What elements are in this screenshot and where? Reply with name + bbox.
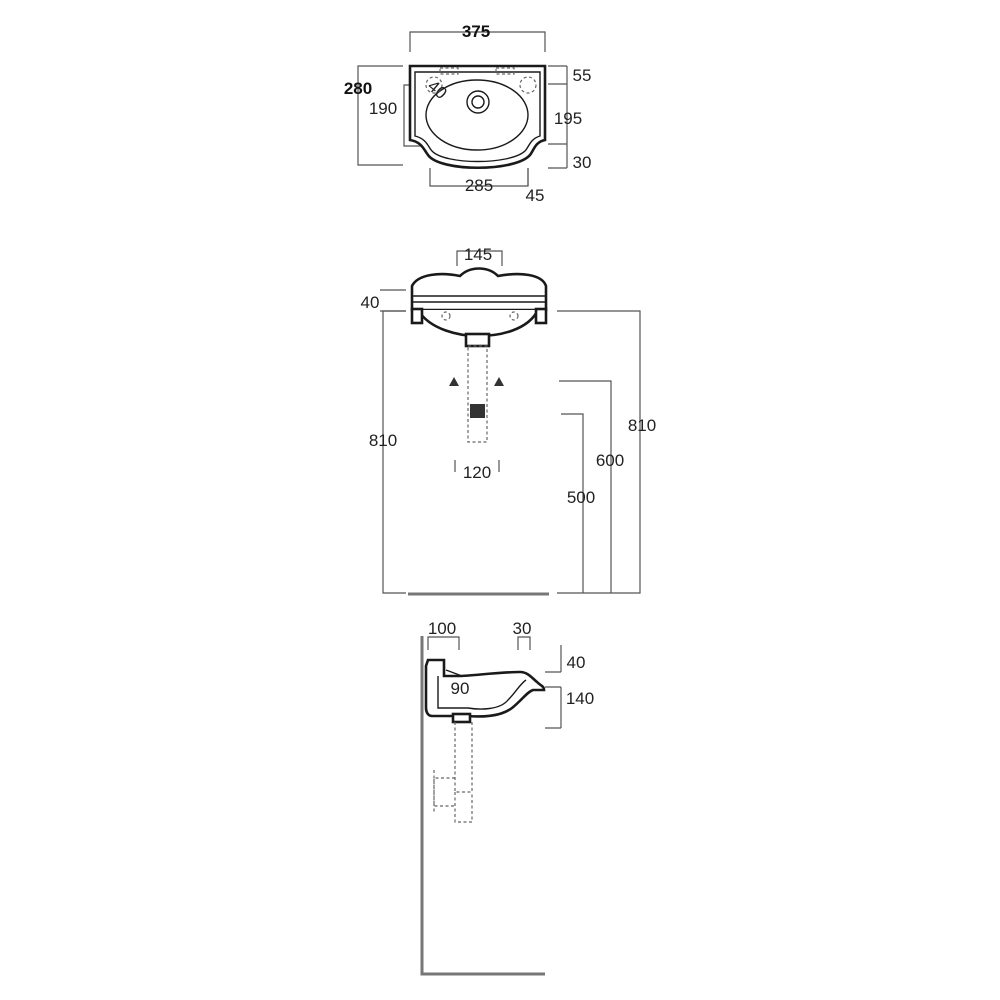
front-offset-label: 30 bbox=[513, 619, 532, 638]
tap-spacing-label: 145 bbox=[464, 245, 492, 264]
side-offset-label: 45 bbox=[526, 186, 545, 205]
overflow-channel bbox=[445, 669, 463, 677]
width-dimension-line bbox=[409, 31, 546, 52]
waste-height-dimension-line bbox=[561, 413, 584, 593]
wall-offset-label: 100 bbox=[428, 619, 456, 638]
waste-outer-ring bbox=[466, 90, 490, 114]
basin-profile bbox=[424, 658, 546, 718]
tap-hole-right bbox=[519, 76, 537, 94]
bowl-outline bbox=[425, 79, 529, 151]
rim-height-dimension-line bbox=[380, 289, 406, 312]
front-lip-label: 30 bbox=[573, 153, 592, 172]
bowl-height-label: 140 bbox=[566, 689, 594, 708]
wall-offset-dimension-line bbox=[427, 636, 460, 650]
width-label: 375 bbox=[462, 22, 490, 41]
supply-point-right bbox=[494, 377, 504, 386]
basin-inner-profile bbox=[437, 676, 527, 710]
side-trap-outlet bbox=[433, 770, 455, 814]
bowl-depth-label: 195 bbox=[554, 109, 582, 128]
waste-spacing-label: 120 bbox=[463, 463, 491, 482]
supply-height-dimension-line bbox=[559, 380, 612, 593]
total-height-label: 810 bbox=[628, 416, 656, 435]
back-ledge-label: 55 bbox=[573, 66, 592, 85]
side-waste-outlet bbox=[451, 712, 472, 724]
basin-inner-outline-top bbox=[414, 71, 541, 163]
overflow-label: 90 bbox=[451, 679, 470, 698]
basin-rim-lines bbox=[412, 295, 546, 303]
supply-height-label: 600 bbox=[596, 451, 624, 470]
supply-point-left bbox=[449, 377, 459, 386]
side-view: 100 30 90 40 140 bbox=[420, 619, 594, 976]
waste-pipe bbox=[467, 345, 488, 443]
lip-label: 40 bbox=[567, 653, 586, 672]
overflow-left bbox=[441, 311, 451, 321]
total-height-dimension-line bbox=[557, 310, 641, 594]
top-view: 375 280 190 40 55 195 30 285 45 bbox=[344, 22, 592, 205]
basin-outline-front bbox=[410, 267, 548, 312]
bracket-left bbox=[410, 307, 424, 325]
tap-hole-left bbox=[425, 76, 443, 94]
side-height-dimension-lines bbox=[545, 645, 562, 729]
inner-depth-label: 190 bbox=[369, 99, 397, 118]
bracket-slot-right bbox=[495, 67, 515, 75]
front-offset-dimension-line bbox=[517, 636, 531, 650]
waste-outlet bbox=[464, 332, 491, 348]
rim-height-label: 40 bbox=[361, 293, 380, 312]
left-height-label: 810 bbox=[369, 431, 397, 450]
right-dimension-lines bbox=[548, 65, 568, 169]
bowl-width-label: 285 bbox=[465, 176, 493, 195]
side-waste-pipe bbox=[454, 722, 473, 793]
waste-spacing-dimension-line bbox=[454, 460, 500, 472]
bracket-slot-left bbox=[439, 67, 459, 75]
bracket-right bbox=[534, 307, 548, 325]
side-trap-body bbox=[454, 792, 473, 823]
waste-fitting bbox=[470, 404, 485, 418]
overflow-right bbox=[509, 311, 519, 321]
basin-bowl-front bbox=[416, 309, 540, 338]
wall-and-floor bbox=[420, 636, 545, 976]
waste-inner-ring bbox=[471, 95, 485, 109]
basin-outline-top bbox=[408, 64, 547, 169]
waste-height-label: 500 bbox=[567, 488, 595, 507]
front-view: 145 40 810 810 600 500 120 bbox=[361, 245, 656, 596]
depth-dimension-line bbox=[357, 65, 403, 166]
left-height-dimension-line bbox=[382, 310, 406, 594]
depth-label: 280 bbox=[344, 79, 372, 98]
tap-spacing-dimension-line bbox=[456, 250, 503, 266]
